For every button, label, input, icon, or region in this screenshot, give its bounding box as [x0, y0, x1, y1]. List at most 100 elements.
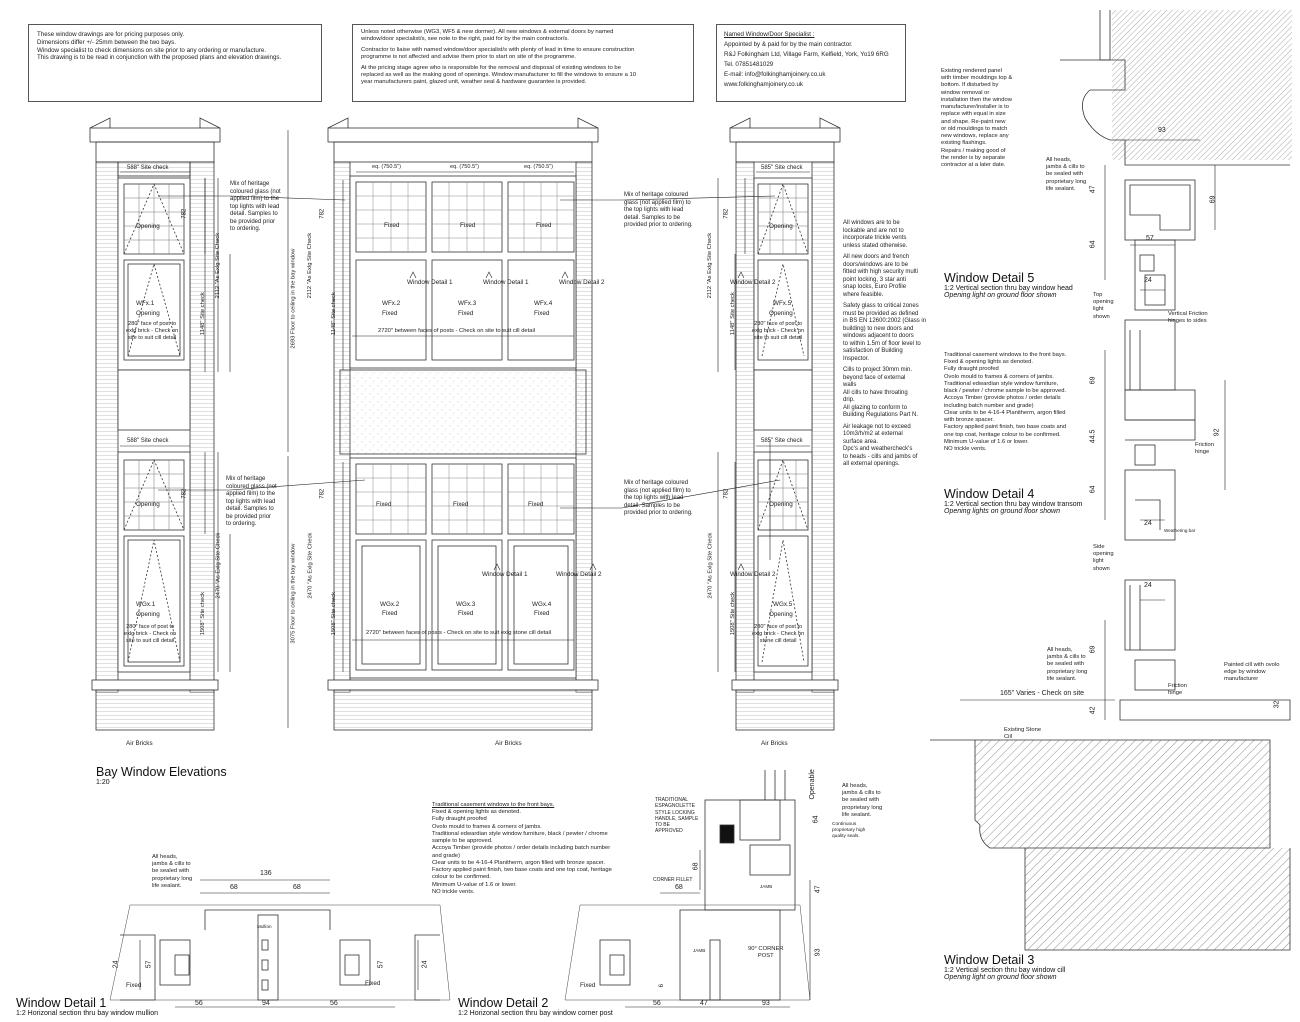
- note-line: 90° CORNER: [748, 946, 784, 952]
- note-line: jambs & cills to: [842, 790, 881, 797]
- note-line: All heads,: [1046, 157, 1072, 163]
- section-markers: [409, 271, 745, 571]
- note-line: proprietary long: [1047, 668, 1088, 675]
- post-face-note-right-upper: 280" face of post to exlg brick - Check …: [752, 321, 804, 342]
- fixed-label: Fixed: [382, 610, 398, 617]
- note-line: black / pewter / chrome sample to be app…: [944, 388, 1067, 395]
- title-note: Opening lights on ground floor shown: [944, 508, 1060, 515]
- casement-note-right: Traditional casement windows to the fron…: [944, 352, 1066, 453]
- note-line: quality seals.: [832, 833, 860, 839]
- opening-label: Opening: [136, 223, 160, 230]
- note-line: Existing rendered panel: [941, 68, 1002, 74]
- corner-fillet-label: CORNER FILLET: [653, 877, 693, 883]
- title-scale: 1:20: [96, 779, 110, 786]
- note-line: Minimum U-value of 1.6 or lower.: [944, 438, 1029, 445]
- title-window-detail-5: Window Detail 5 1:2 Vertical section thr…: [944, 271, 1073, 299]
- right-bay-elevation: [729, 117, 841, 731]
- note-line: All heads,: [842, 783, 868, 789]
- note-line: STYLE LOCKING: [655, 809, 695, 816]
- note-line: and shape. Re-paint new: [941, 118, 1006, 125]
- note-line: detail. Samples to: [226, 506, 274, 512]
- note-line: and grade): [432, 852, 461, 859]
- note-line: top lights with lead: [230, 203, 280, 210]
- note-line: window removal or: [941, 89, 990, 96]
- opening-label: Opening: [136, 310, 160, 317]
- note-line: life sealant.: [152, 882, 182, 889]
- window-ref-wfx3: WFx.3: [458, 300, 477, 307]
- specialist-heading: Named Window/Door Specialist :: [724, 31, 815, 38]
- dim-69: 69: [1089, 376, 1097, 385]
- note-line: www.folkinghamjoinery.co.uk: [724, 80, 803, 88]
- note-line: Friction: [1195, 442, 1215, 448]
- fixed-label: Fixed: [460, 222, 476, 229]
- dim-32: 32: [1273, 700, 1281, 709]
- note-line: where feasible.: [843, 291, 884, 298]
- note-line: Dimensions differ +/- 25mm between the t…: [37, 38, 176, 46]
- note-line: Factory applied paint finish, two base c…: [432, 867, 612, 874]
- note-line: drip.: [843, 397, 855, 403]
- note-line: in BS EN 12600:2002 (Glass in: [843, 318, 927, 324]
- note-line: top lights with lead: [226, 498, 276, 505]
- window-ref-wfx2: WFx.2: [382, 300, 401, 307]
- dim-782: 782: [723, 208, 730, 219]
- note-line: Cill: [1004, 734, 1013, 741]
- dim-56: 56: [330, 1000, 338, 1007]
- detail-4-section: [1124, 319, 1196, 541]
- note-line: sample to be approved.: [432, 838, 493, 845]
- air-bricks-label: Air Bricks: [126, 740, 153, 747]
- weathering-bar-label: Weathering bar: [1164, 528, 1196, 533]
- dim-64: 64: [1089, 485, 1097, 494]
- note-line: 280" face of post to: [126, 624, 175, 630]
- note-line: Fully draught proofed: [944, 366, 999, 373]
- dim-68: 68: [293, 884, 301, 891]
- window-ref-wfx5: WFx.5: [773, 300, 792, 307]
- between-posts-lower: 2720" between faces of posts - Check on …: [366, 630, 552, 636]
- fixed-label: Fixed: [126, 982, 142, 989]
- note-line: Fixed & opening lights as denoted.: [944, 359, 1033, 366]
- note-line: the render is by separate: [941, 154, 1006, 161]
- dim-24: 24: [112, 960, 120, 969]
- note-line: Accoya Timber (provide photos / order de…: [944, 395, 1061, 402]
- note-line: Mix of heritage coloured: [624, 192, 689, 198]
- title-text: Window Detail 4: [944, 487, 1035, 501]
- dim-6: 6: [658, 984, 665, 988]
- dim-1508: 1508" Site check: [331, 591, 338, 636]
- note-line: beyond face of external: [843, 374, 906, 381]
- note-line: proprietary high: [832, 827, 866, 833]
- title-note: Opening light on ground floor shown: [944, 292, 1057, 299]
- note-line: be provided prior: [226, 513, 272, 520]
- dim-24: 24: [421, 960, 429, 969]
- title-window-detail-3: Window Detail 3 1:2 Vertical section thr…: [944, 953, 1065, 981]
- title-subtitle: 1:2 Horizonal section thru bay window co…: [458, 1010, 613, 1017]
- opening-label: Opening: [769, 501, 793, 508]
- note-line: Minimum U-value of 1.6 or lower.: [432, 881, 517, 888]
- note-line: be sealed with: [1047, 661, 1085, 668]
- title-text: Window Detail 2: [458, 996, 549, 1010]
- note-line: Mix of heritage: [226, 476, 266, 482]
- note-line: Mix of heritage: [230, 181, 270, 187]
- note-line: proprietary long: [842, 804, 883, 811]
- window-ref-wgx2: WGx.2: [380, 601, 400, 608]
- dim-2470: 2470 "As Exlg Site Check: [215, 532, 222, 599]
- dim-2470: 2470 "As Exlg Site Check: [307, 532, 314, 599]
- note-line: Traditional edwardian style window furni…: [944, 380, 1059, 387]
- note-line: glass (not applied film) to: [624, 487, 691, 494]
- section-ref-wd1: Window Detail 1: [482, 571, 528, 578]
- dim-2112: 2112 "As Exlg Site Check: [707, 232, 714, 299]
- note-line: provided prior to ordering.: [624, 222, 693, 228]
- title-text: Window Detail 5: [944, 271, 1035, 285]
- dim-56: 56: [653, 1000, 661, 1007]
- note-line: installation then the window: [941, 96, 1012, 103]
- detail-dimension-lines: [960, 139, 1226, 720]
- note-line: surface area.: [843, 438, 879, 445]
- note-line: hinge: [1168, 690, 1183, 697]
- note-line: APPROVED: [655, 828, 683, 835]
- note-line: to within 1.5m of floor level to: [843, 340, 921, 347]
- handle-note: TRADITIONAL ESPAGNOLETTE STYLE LOCKING H…: [655, 797, 698, 835]
- dim-93: 93: [762, 1000, 770, 1007]
- post-face-note-right-lower: 280" face of post to exlg brick - Check …: [752, 624, 804, 645]
- vertical-friction-note: Vertical Friction hinges to sides: [1168, 311, 1208, 325]
- general-notes: All windows are to be lockable and are n…: [843, 220, 926, 469]
- window-ref-wfx4: WFx.4: [534, 300, 553, 307]
- title-window-detail-1: Window Detail 1 1:2 Horizonal section th…: [16, 996, 158, 1017]
